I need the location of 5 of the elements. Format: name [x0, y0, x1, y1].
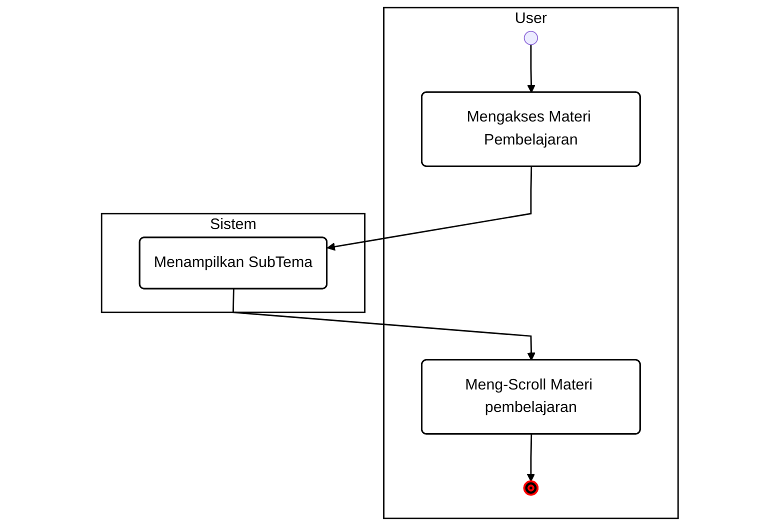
- arrow: [326, 166, 532, 251]
- arrow: [526, 44, 536, 93]
- arrow: [526, 434, 535, 482]
- node-circle: [523, 30, 538, 46]
- arrow: [232, 289, 536, 361]
